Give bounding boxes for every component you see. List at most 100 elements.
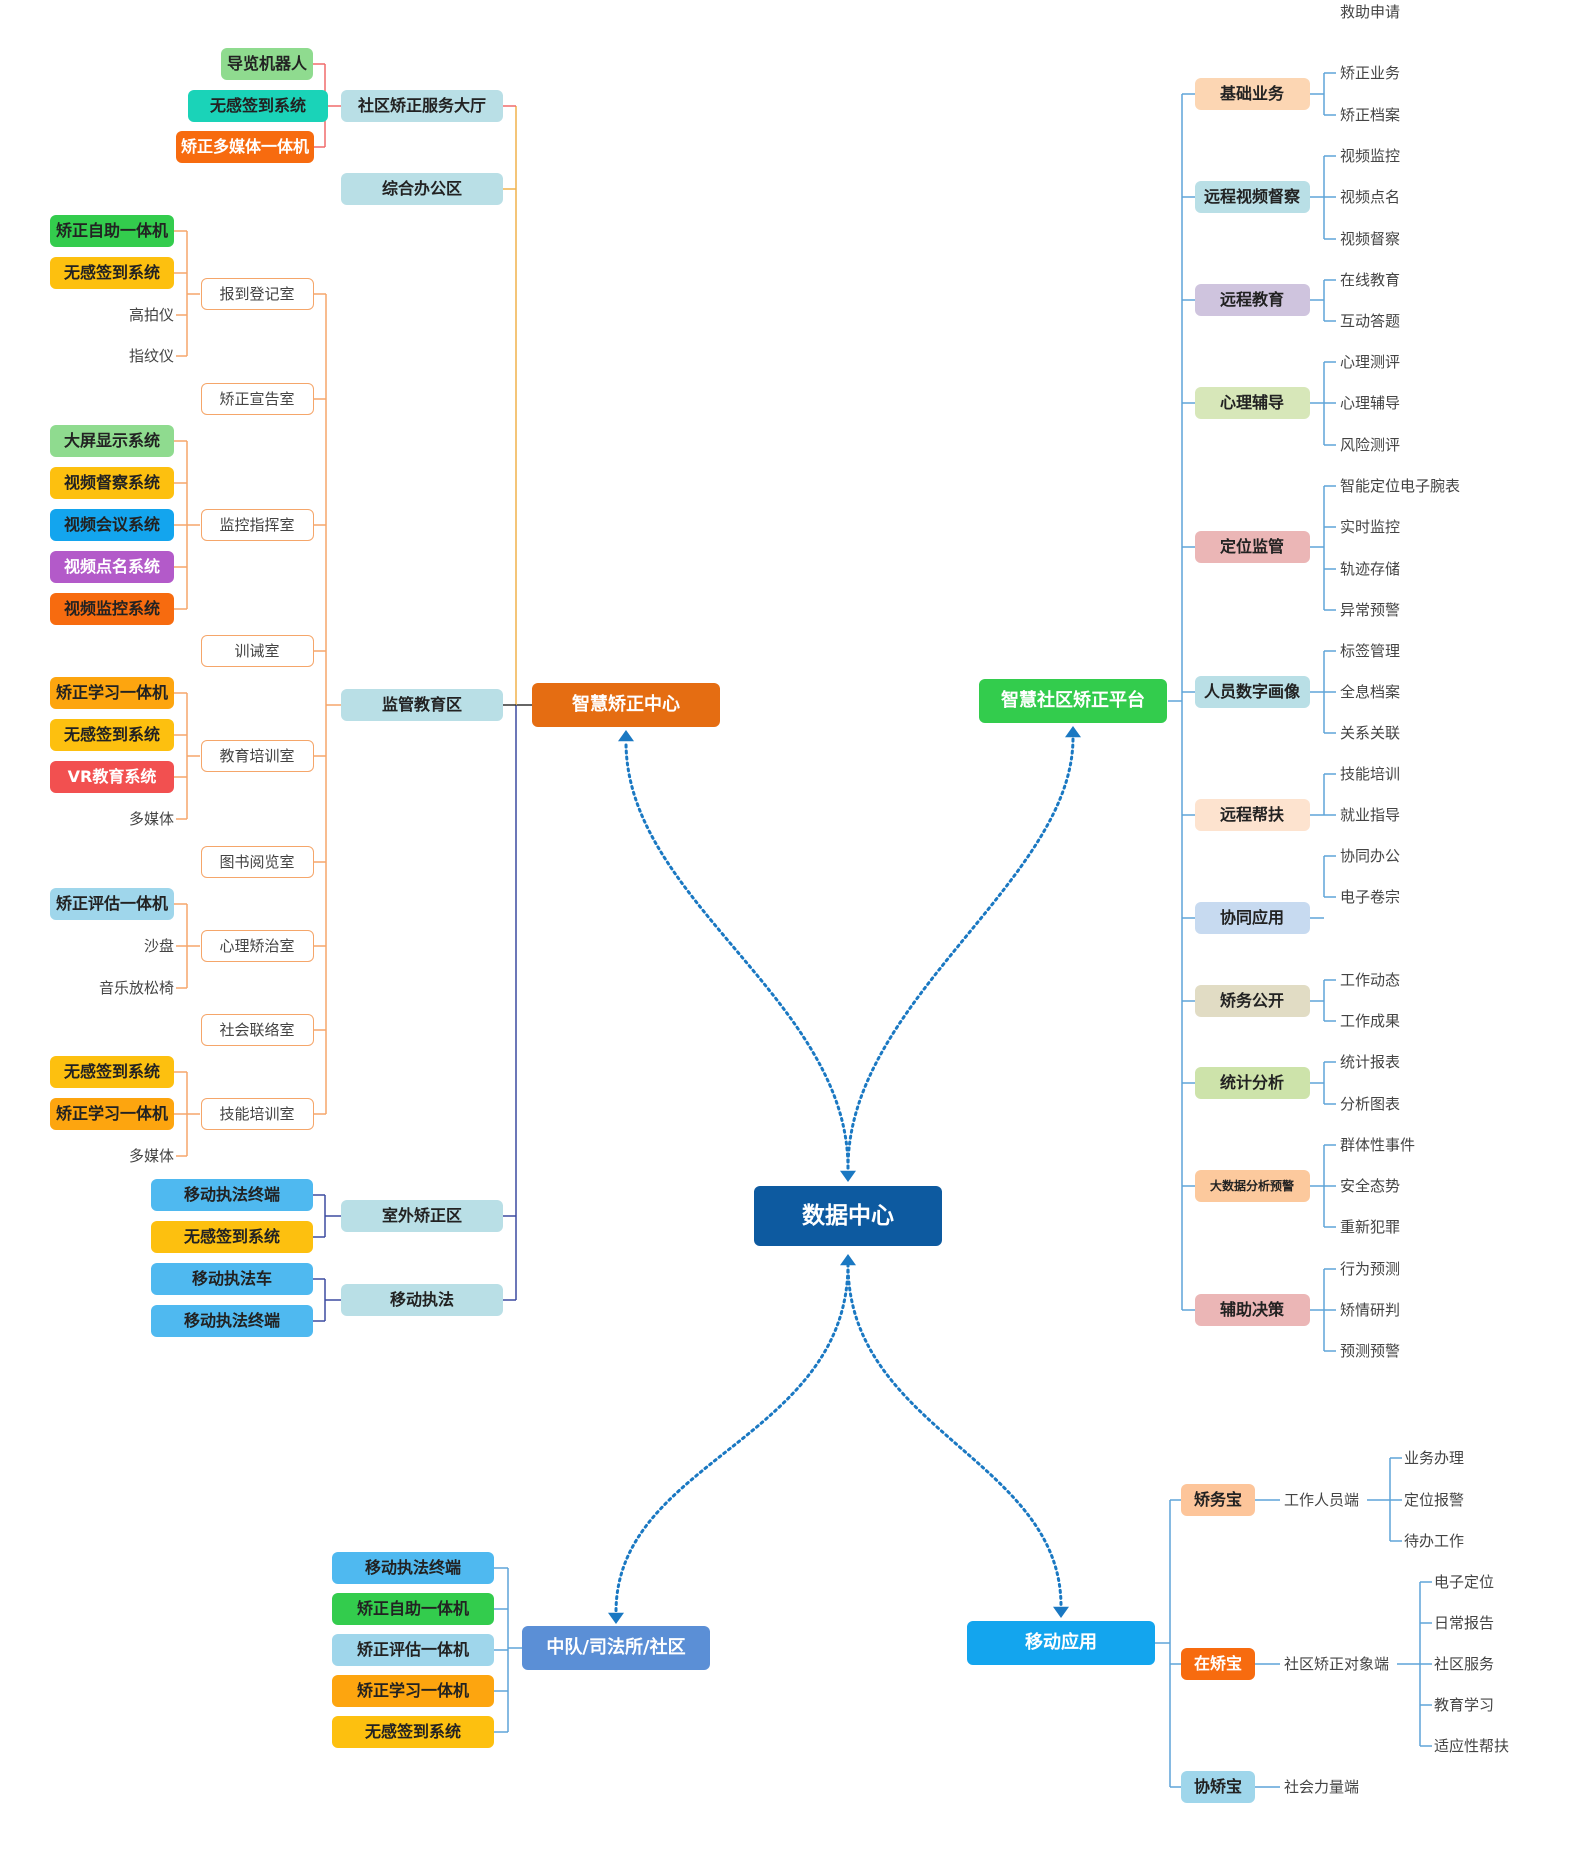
platform-feature-text: 分析图表 <box>1340 1094 1401 1113</box>
room-device-text: 多媒体 <box>128 809 174 828</box>
platform-feature-text: 就业指导 <box>1340 805 1401 824</box>
platform-feature-text: 行为预测 <box>1340 1259 1401 1278</box>
room-device-chip: 无感签到系统 <box>50 257 174 289</box>
mobile-app-chip: 协矫宝 <box>1181 1771 1255 1803</box>
platform-feature-text: 在线教育 <box>1340 270 1401 289</box>
link-center-smart-center <box>624 740 850 1170</box>
room-device-text: 沙盘 <box>143 936 174 955</box>
room-device-chip: 矫正学习一体机 <box>50 1098 174 1130</box>
platform-feature-text: 互动答题 <box>1340 311 1401 330</box>
arrow-team <box>608 1612 624 1624</box>
platform-feature-text: 全息档案 <box>1340 682 1401 701</box>
platform-module-node: 辅助决策 <box>1194 1294 1310 1326</box>
mobile-law-item: 移动执法终端 <box>151 1305 313 1337</box>
mobile-app-feature: 定位报警 <box>1404 1490 1465 1509</box>
link-center-team <box>614 1262 850 1614</box>
platform-feature-text: 工作成果 <box>1340 1011 1401 1030</box>
platform-feature-text: 心理辅导 <box>1340 393 1401 412</box>
platform-module-node: 远程帮扶 <box>1194 799 1310 831</box>
mobile-app-feature: 待办工作 <box>1404 1531 1465 1550</box>
platform-module-node: 大数据分析预警 <box>1194 1170 1310 1202</box>
team-device-chip: 无感签到系统 <box>332 1716 494 1748</box>
platform-feature-text: 矫情研判 <box>1340 1300 1401 1319</box>
platform-feature-text: 统计报表 <box>1340 1052 1401 1071</box>
room-device-chip: 无感签到系统 <box>50 719 174 751</box>
outdoor-area-node: 室外矫正区 <box>341 1200 503 1232</box>
platform-feature-text: 实时监控 <box>1340 517 1401 536</box>
platform-feature-text: 智能定位电子腕表 <box>1340 476 1461 495</box>
link-center-platform <box>846 736 1075 1170</box>
platform-feature-text: 视频监控 <box>1340 146 1401 165</box>
mobile-app-node: 移动应用 <box>967 1621 1155 1665</box>
room-node: 心理矫治室 <box>200 930 314 962</box>
mobile-app-feature: 电子定位 <box>1434 1572 1495 1591</box>
mobile-app-audience: 社区矫正对象端 <box>1284 1654 1390 1673</box>
team-device-chip: 矫正自助一体机 <box>332 1593 494 1625</box>
platform-feature-text: 重新犯罪 <box>1340 1217 1401 1236</box>
room-device-chip: 矫正评估一体机 <box>50 888 174 920</box>
platform-feature-text: 技能培训 <box>1340 764 1401 783</box>
platform-module-node: 心理辅导 <box>1194 387 1310 419</box>
platform-module-node: 基础业务 <box>1194 78 1310 110</box>
team-station-node: 中队/司法所/社区 <box>522 1626 710 1670</box>
mobile-app-feature: 适应性帮扶 <box>1434 1736 1510 1755</box>
room-device-chip: 矫正自助一体机 <box>50 215 174 247</box>
mobile-app-chip: 在矫宝 <box>1181 1648 1255 1680</box>
mobile-app-audience: 社会力量端 <box>1284 1777 1360 1796</box>
supervision-area-node: 监管教育区 <box>341 689 503 721</box>
platform-module-node: 统计分析 <box>1194 1067 1310 1099</box>
room-device-chip: 视频会议系统 <box>50 509 174 541</box>
room-device-text: 多媒体 <box>128 1146 174 1165</box>
room-node: 图书阅览室 <box>200 846 314 878</box>
mobile-app-audience: 工作人员端 <box>1284 1490 1360 1509</box>
platform-feature-text: 预测预警 <box>1340 1341 1401 1360</box>
room-device-chip: VR教育系统 <box>50 761 174 793</box>
room-device-chip: 矫正学习一体机 <box>50 677 174 709</box>
platform-feature-text: 轨迹存储 <box>1340 559 1401 578</box>
room-node: 社会联络室 <box>200 1014 314 1046</box>
room-device-chip: 视频督察系统 <box>50 467 174 499</box>
room-device-chip: 视频点名系统 <box>50 551 174 583</box>
mobile-app-feature: 业务办理 <box>1404 1448 1465 1467</box>
platform-module-node: 远程教育 <box>1194 284 1310 316</box>
room-node: 训诫室 <box>200 635 314 667</box>
data-center-node: 数据中心 <box>754 1186 942 1246</box>
link-center-mobile <box>846 1262 1063 1608</box>
mobile-app-feature: 教育学习 <box>1434 1695 1495 1714</box>
room-node: 报到登记室 <box>200 278 314 310</box>
platform-feature-text: 安全态势 <box>1340 1176 1401 1195</box>
outdoor-item: 移动执法终端 <box>151 1179 313 1211</box>
service-hall-item: 导览机器人 <box>221 48 313 80</box>
mobile-law-node: 移动执法 <box>341 1284 503 1316</box>
arrow-center-top-a <box>840 1170 856 1182</box>
room-device-text: 高拍仪 <box>128 305 174 324</box>
platform-module-node: 矫务公开 <box>1194 985 1310 1017</box>
platform-feature-text: 群体性事件 <box>1340 1135 1416 1154</box>
room-device-chip: 大屏显示系统 <box>50 425 174 457</box>
platform-feature-text: 视频督察 <box>1340 229 1401 248</box>
arrow-smart-center <box>618 730 634 742</box>
team-device-chip: 矫正学习一体机 <box>332 1675 494 1707</box>
arrow-center-bottom <box>840 1254 856 1266</box>
platform-feature-text: 心理测评 <box>1340 352 1401 371</box>
mobile-law-item: 移动执法车 <box>151 1263 313 1295</box>
platform-module-node: 远程视频督察 <box>1194 181 1310 213</box>
platform-feature-text: 风险测评 <box>1340 435 1401 454</box>
room-node: 矫正宣告室 <box>200 383 314 415</box>
platform-module-node: 定位监管 <box>1194 531 1310 563</box>
team-device-chip: 矫正评估一体机 <box>332 1634 494 1666</box>
service-hall-item: 矫正多媒体一体机 <box>176 131 314 163</box>
room-device-text: 指纹仪 <box>128 346 174 365</box>
platform-feature-text: 异常预警 <box>1340 600 1401 619</box>
mobile-app-feature: 日常报告 <box>1434 1613 1495 1632</box>
platform-module-node: 协同应用 <box>1194 902 1310 934</box>
arrow-platform <box>1065 726 1081 738</box>
service-hall-node: 社区矫正服务大厅 <box>341 90 503 122</box>
team-device-chip: 移动执法终端 <box>332 1552 494 1584</box>
smart-platform-node: 智慧社区矫正平台 <box>979 679 1167 723</box>
arrow-mobile <box>1053 1606 1069 1618</box>
platform-feature-text: 关系关联 <box>1340 723 1401 742</box>
platform-feature-text: 协同办公 <box>1340 846 1401 865</box>
